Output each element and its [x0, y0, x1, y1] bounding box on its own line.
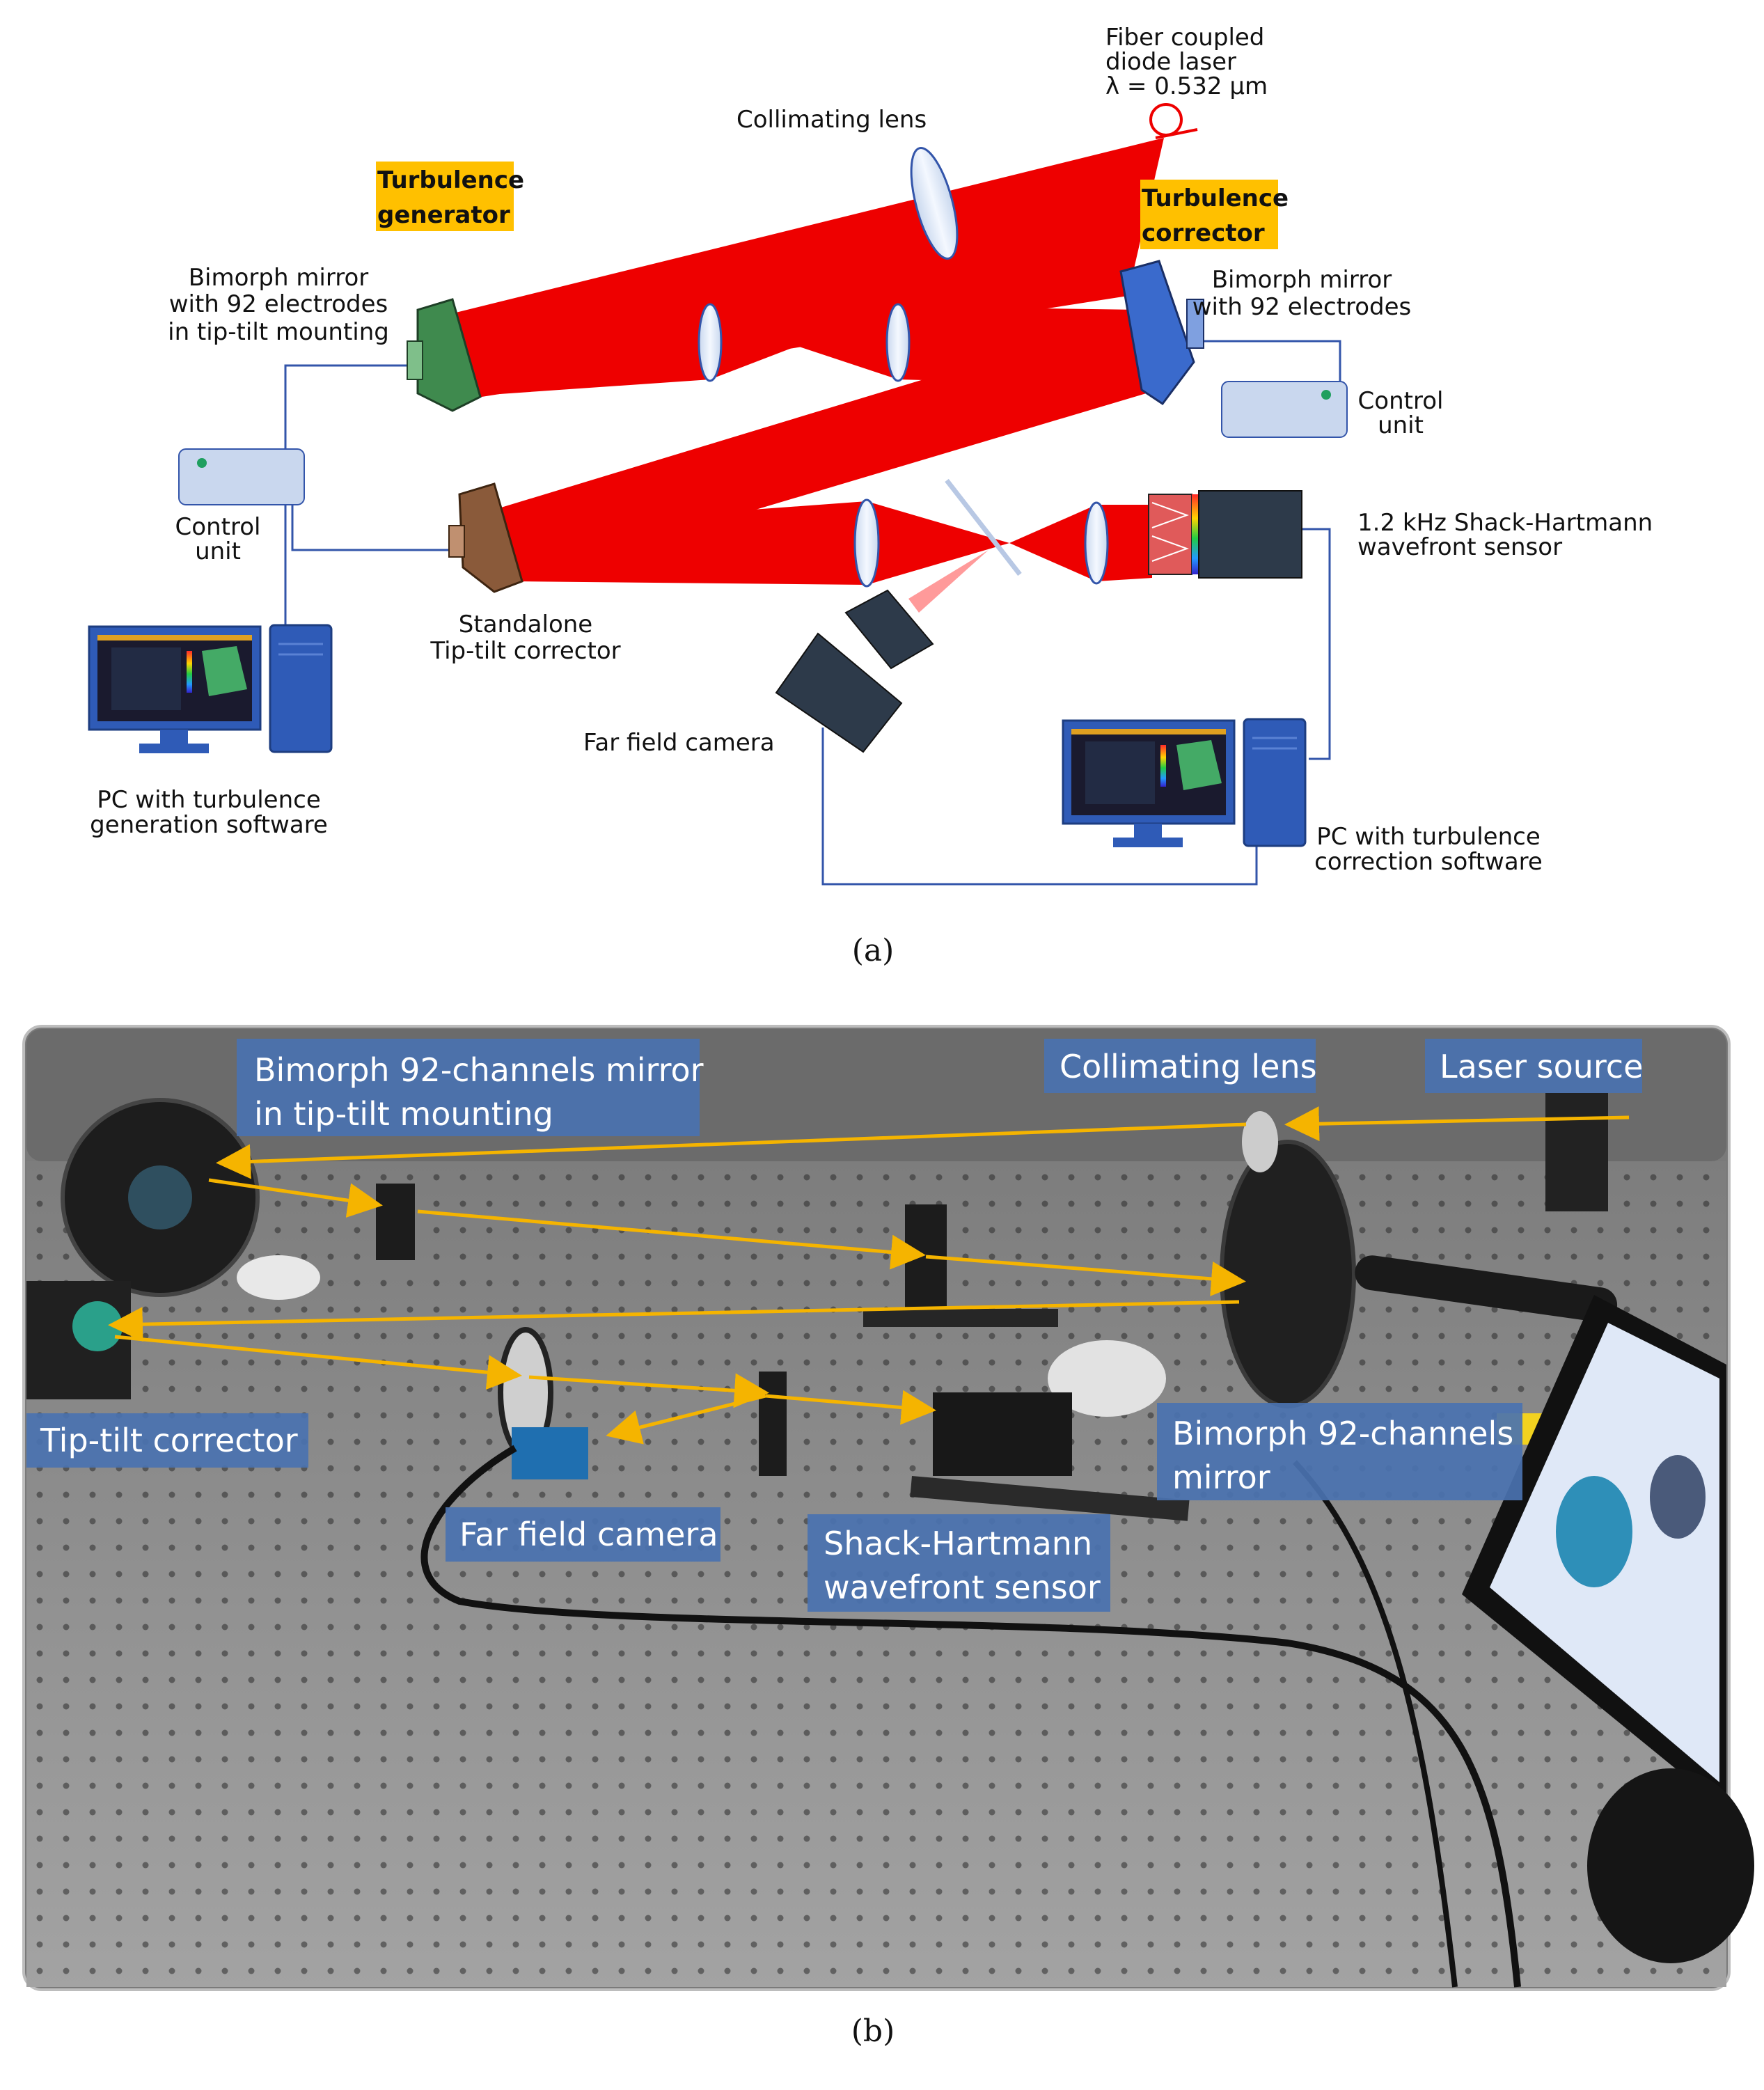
relay-lens-2-icon	[885, 303, 911, 382]
control-unit-right-icon	[1221, 381, 1348, 438]
box-bimorph-tiptilt	[237, 1039, 700, 1136]
label-turbulence-generator: generator	[377, 201, 510, 229]
photo-label-bimorph: Bimorph 92-channels	[1172, 1415, 1513, 1452]
box-far-field	[446, 1507, 720, 1562]
laser-beams	[425, 138, 1170, 613]
collimating-lens-icon	[910, 147, 959, 260]
label-bimorph-right: with 92 electrodes	[1192, 293, 1412, 321]
label-far-field-camera: Far field camera	[583, 729, 775, 757]
photo-label-tiptilt: Tip-tilt corrector	[40, 1422, 298, 1459]
box-tiptilt	[26, 1413, 308, 1468]
photo-label-shack: wavefront sensor	[824, 1569, 1101, 1606]
tiptilt-mirror-icon	[448, 482, 523, 593]
label-pc-right: PC with turbulence	[1316, 823, 1541, 851]
label-pc-left: generation software	[90, 811, 328, 839]
label-bimorph-left: Bimorph mirror	[189, 264, 369, 292]
bimorph-mirror-photo	[1220, 1140, 1356, 1408]
label-control-unit-right: Control	[1358, 387, 1444, 415]
pc-right-icon	[1062, 718, 1307, 847]
panel-b-photo: Bimorph 92-channels mirror in tip-tilt m…	[22, 1025, 1754, 2049]
label-control-unit-left: Control	[175, 513, 261, 541]
label-turbulence-corrector: corrector	[1142, 219, 1265, 247]
label-tiptilt-corrector: Standalone	[459, 611, 592, 638]
label-pc-left: PC with turbulence	[97, 786, 321, 814]
label-turbulence-corrector: Turbulence	[1142, 184, 1289, 212]
beam-path-arrows	[108, 1106, 1630, 1445]
lenses	[698, 147, 1109, 588]
far-field-camera-icon	[775, 589, 934, 753]
fiber-laser-icon	[1149, 103, 1198, 139]
bimorph-mirror-right-icon	[1119, 260, 1204, 406]
label-control-unit-left: unit	[195, 537, 241, 565]
shack-hartmann-sensor-icon	[1148, 490, 1302, 579]
caption-a: (a)	[852, 933, 895, 968]
label-pc-right: correction software	[1314, 848, 1543, 876]
highlight-generator	[376, 162, 514, 231]
control-unit-left-icon	[178, 448, 305, 505]
photo-label-bimorph-tiptilt: Bimorph 92-channels mirror	[254, 1051, 704, 1089]
photo-label-bimorph-tiptilt: in tip-tilt mounting	[254, 1095, 553, 1133]
photo-label-far-field: Far field camera	[459, 1516, 718, 1553]
label-fiber-laser: diode laser	[1105, 48, 1236, 76]
label-bimorph-left: with 92 electrodes	[169, 290, 388, 318]
label-collimating-lens: Collimating lens	[737, 106, 927, 134]
photo-label-bimorph: mirror	[1172, 1459, 1270, 1496]
highlight-corrector	[1140, 180, 1278, 249]
photo-equipment	[26, 1093, 1754, 1988]
relay-lens-1-icon	[698, 303, 723, 382]
box-bimorph	[1157, 1403, 1522, 1500]
camera-lens-icon	[853, 498, 880, 588]
label-control-unit-right: unit	[1378, 411, 1424, 439]
label-turbulence-generator: Turbulence	[377, 166, 524, 194]
photo-label-boxes	[26, 1039, 1642, 1612]
photo-label-collimating-lens: Collimating lens	[1060, 1048, 1317, 1085]
beam-splitter-icon	[945, 478, 1022, 576]
pc-left-icon	[88, 624, 333, 753]
control-wires	[284, 340, 1341, 886]
camera-cable-photo	[420, 1445, 1521, 1988]
caption-b: (b)	[851, 2013, 895, 2049]
label-tiptilt-corrector: Tip-tilt corrector	[430, 637, 620, 665]
label-shack-hartmann: 1.2 kHz Shack-Hartmann	[1357, 509, 1653, 537]
photo-label-laser-source: Laser source	[1440, 1048, 1643, 1085]
shack-hartmann-sensor-photo	[933, 1392, 1072, 1476]
label-fiber-laser: λ = 0.532 µm	[1105, 72, 1268, 100]
box-shack	[808, 1514, 1110, 1612]
label-shack-hartmann: wavefront sensor	[1357, 533, 1562, 561]
monitor-photo	[1462, 1295, 1754, 1963]
sensor-lens-icon	[1084, 501, 1109, 585]
box-collimating-lens	[1044, 1039, 1316, 1093]
label-bimorph-right: Bimorph mirror	[1212, 266, 1392, 294]
label-fiber-laser: Fiber coupled	[1105, 24, 1264, 52]
panel-a-schematic: Fiber coupled diode laser λ = 0.532 µm C…	[88, 24, 1653, 968]
far-field-camera-photo	[512, 1427, 588, 1479]
bimorph-mirror-left-icon	[407, 298, 482, 412]
box-laser-source	[1425, 1039, 1642, 1093]
photo-label-shack: Shack-Hartmann	[824, 1525, 1092, 1562]
label-bimorph-left: in tip-tilt mounting	[168, 318, 389, 346]
